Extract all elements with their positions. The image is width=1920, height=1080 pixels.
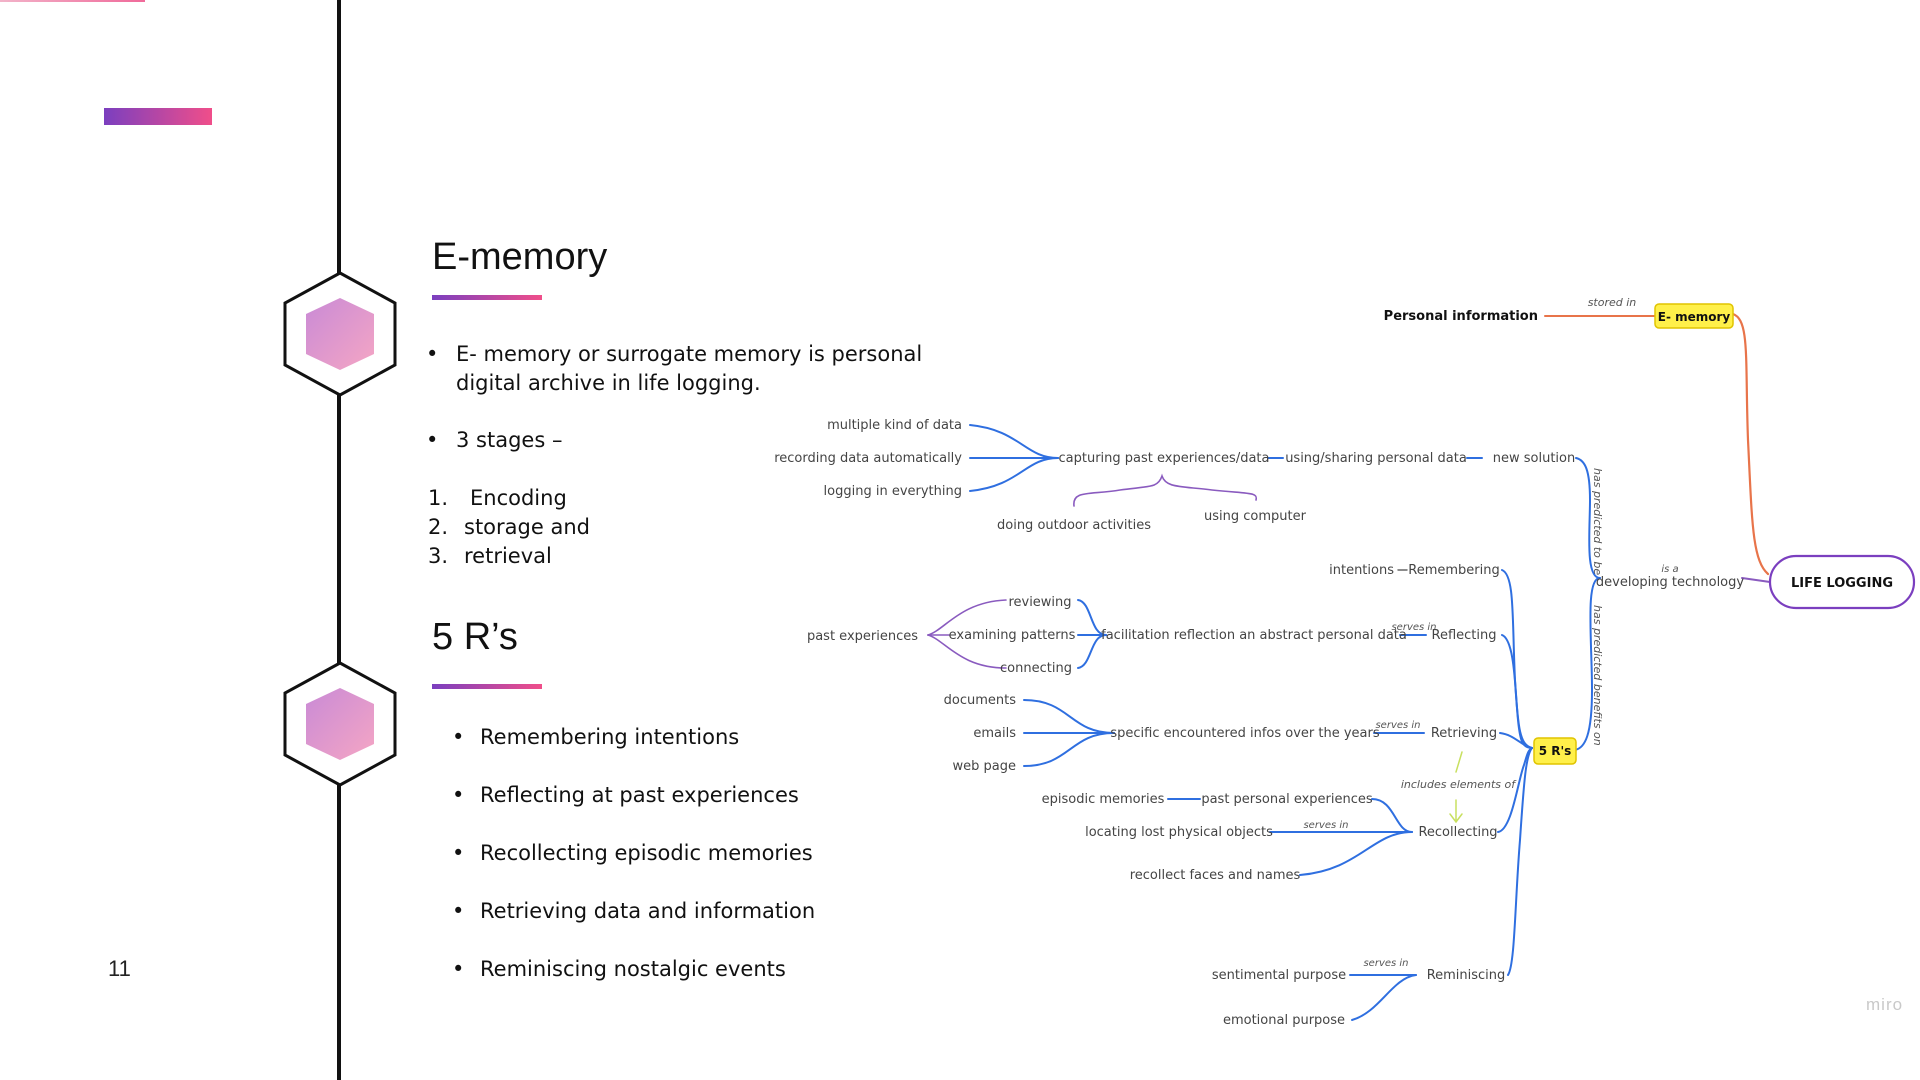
- node-5rs: [1533, 737, 1577, 765]
- list-item: Recollecting episodic memories: [480, 841, 813, 865]
- bullet-dot: •: [426, 428, 439, 452]
- node-episodic: episodic memories: [1042, 792, 1165, 807]
- edge-label-serves-in: serves in: [1375, 720, 1420, 731]
- bullet-dot: •: [452, 841, 465, 865]
- node-personal-info: Personal information: [1384, 309, 1538, 324]
- node-sentimental: sentimental purpose: [1212, 968, 1346, 983]
- node-past-personal: past personal experiences: [1201, 792, 1373, 807]
- hexagon-marker-2: [283, 661, 397, 787]
- edge-label-stored-in: stored in: [1588, 296, 1637, 309]
- stage-label-2: storage and: [464, 515, 590, 539]
- node-facilitation: facilitation reflection an abstract pers…: [1101, 628, 1407, 643]
- node-root-label: LIFE LOGGING: [1791, 576, 1893, 591]
- node-recording-auto: recording data automatically: [774, 451, 962, 466]
- node-specific-infos: specific encountered infos over the year…: [1110, 726, 1379, 741]
- node-developing-tech: developing technology: [1596, 575, 1744, 590]
- top-accent-line: [0, 0, 145, 2]
- title-underline: [432, 295, 542, 300]
- node-root: [1768, 554, 1916, 610]
- node-emotional: emotional purpose: [1223, 1013, 1345, 1028]
- accent-bar: [104, 108, 212, 125]
- five-rs-list: • Remembering intentions • Reflecting at p…: [452, 723, 852, 993]
- edge-label-includes-elements: includes elements of: [1401, 778, 1517, 791]
- stage-num-3: 3.: [428, 544, 449, 568]
- list-item: Retrieving data and information: [480, 899, 816, 923]
- node-past-experiences: past experiences: [807, 629, 918, 644]
- node-examining: examining patterns: [949, 628, 1076, 643]
- node-emails: emails: [973, 726, 1016, 741]
- bullet-dot: •: [452, 725, 465, 749]
- node-recollecting: Recollecting: [1418, 825, 1497, 840]
- node-reviewing: reviewing: [1008, 595, 1071, 610]
- stage-num-1: 1.: [428, 486, 449, 510]
- list-item: Remembering intentions: [480, 725, 740, 749]
- connector-tech-root: [1741, 577, 1771, 583]
- node-recollect-faces: recollect faces and names: [1130, 868, 1301, 883]
- stage-label-3: retrieval: [464, 544, 552, 568]
- node-remembering: Remembering: [1408, 563, 1499, 578]
- miro-watermark: miro: [1866, 995, 1904, 1014]
- node-ememory: [1654, 303, 1734, 329]
- node-connecting: connecting: [1000, 661, 1072, 676]
- bullet-dot: •: [426, 342, 439, 366]
- bullet-dot: •: [452, 783, 465, 807]
- hexagon-marker-1: [283, 271, 397, 397]
- node-documents: documents: [944, 693, 1017, 708]
- node-new-solution: new solution: [1493, 451, 1575, 466]
- node-locating: locating lost physical objects: [1085, 825, 1273, 840]
- edge-label-serves-in: serves in: [1363, 958, 1408, 969]
- edge-label-serves-in: serves in: [1303, 820, 1348, 831]
- stages-list: 1. Encoding 2. storage and 3. retrieval: [428, 484, 728, 574]
- edge-label-is-a: is a: [1661, 564, 1678, 575]
- connector-tech-5rs: [1574, 577, 1601, 751]
- node-ememory-label: E- memory: [1658, 310, 1731, 324]
- node-reminiscing: Reminiscing: [1427, 968, 1506, 983]
- node-doing-outdoor: doing outdoor activities: [997, 518, 1151, 533]
- list-item: Reminiscing nostalgic events: [480, 957, 786, 981]
- section-title-5rs: 5 R’s: [432, 616, 518, 658]
- edge-label-serves-in: serves in: [1391, 622, 1436, 633]
- stage-label-1: Encoding: [470, 486, 567, 510]
- list-item: Reflecting at past experiences: [480, 783, 799, 807]
- bullet-stages-text: 3 stages –: [456, 428, 563, 452]
- edge-label-predicted-to-be: has predicted to be: [1591, 468, 1604, 575]
- node-using-sharing: using/sharing personal data: [1285, 451, 1467, 466]
- title-underline: [432, 684, 542, 689]
- node-capturing: capturing past experiences/data: [1059, 451, 1270, 466]
- bullet-text-line2: digital archive in life logging.: [456, 371, 761, 395]
- node-logging-everything: logging in everything: [824, 484, 962, 499]
- node-retrieving: Retrieving: [1431, 726, 1497, 741]
- section-title-ememory: E-memory: [432, 236, 608, 278]
- node-reflecting: Reflecting: [1432, 628, 1497, 643]
- connector-ememory-root: [1731, 312, 1770, 576]
- connector-tech-newsolution: [1575, 457, 1601, 579]
- node-5rs-label: 5 R's: [1539, 744, 1572, 758]
- bullet-dot: •: [452, 899, 465, 923]
- page-number: 11: [108, 956, 131, 981]
- timeline-line: [337, 0, 341, 1080]
- bullet-text-line1: E- memory or surrogate memory is persona…: [456, 342, 923, 366]
- node-multiple-kind: multiple kind of data: [827, 418, 962, 433]
- node-using-computer: using computer: [1204, 509, 1307, 524]
- stage-num-2: 2.: [428, 515, 449, 539]
- bullet-dot: •: [452, 957, 465, 981]
- node-web-page: web page: [953, 759, 1016, 774]
- edge-label-predicted-benefits: has predicted benefits on: [1591, 605, 1604, 746]
- node-intentions: intentions: [1329, 563, 1394, 578]
